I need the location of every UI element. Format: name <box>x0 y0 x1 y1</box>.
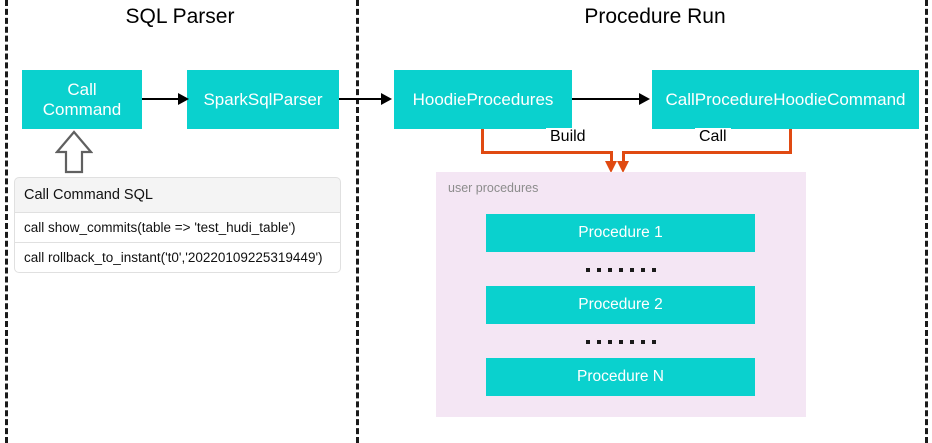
procedure-item[interactable]: Procedure 1 <box>486 214 755 252</box>
arrow-head-icon-1 <box>178 93 189 105</box>
block-arrow-up-icon <box>55 130 93 174</box>
procedure-ellipsis <box>486 254 755 286</box>
arrow-head-icon-2 <box>381 93 392 105</box>
section-divider-middle <box>356 0 359 443</box>
node-hoodie-procedures[interactable]: HoodieProcedures <box>394 70 572 129</box>
ellipsis-dot <box>640 340 645 344</box>
node-call-procedure-hoodie-command[interactable]: CallProcedureHoodieCommand <box>652 70 919 129</box>
sql-table-row: call rollback_to_instant('t0','202201092… <box>14 243 341 273</box>
ellipsis-dot <box>585 268 590 272</box>
section-title-sql-parser: SQL Parser <box>125 5 235 28</box>
node-spark-sql-parser[interactable]: SparkSqlParser <box>187 70 339 129</box>
sql-table-row: call show_commits(table => 'test_hudi_ta… <box>14 213 341 243</box>
build-connector-segment-horizontal <box>481 151 612 154</box>
procedure-ellipsis <box>486 326 755 358</box>
ellipsis-dot <box>607 340 612 344</box>
call-connector-segment-horizontal <box>622 151 792 154</box>
node-call-command-label: Call Command <box>42 79 122 119</box>
ellipsis-dot <box>651 268 656 272</box>
node-call-procedure-hoodie-command-label: CallProcedureHoodieCommand <box>665 89 906 109</box>
ellipsis-dot <box>596 268 601 272</box>
call-arrow-head-icon <box>617 161 629 173</box>
node-hoodie-procedures-label: HoodieProcedures <box>412 89 554 109</box>
ellipsis-dot <box>618 268 623 272</box>
section-divider-right <box>925 0 928 443</box>
sql-table-header: Call Command SQL <box>14 177 341 213</box>
build-arrow-head-icon <box>605 161 617 173</box>
ellipsis-dot <box>607 268 612 272</box>
user-procedures-panel: user procedures Procedure 1 Procedure 2 <box>436 172 806 417</box>
arrow-hoodie-procedures-to-call-procedure-hoodie-command <box>572 98 641 100</box>
node-call-command[interactable]: Call Command <box>22 70 142 129</box>
call-connector-segment-vertical <box>789 129 792 153</box>
call-connector-segment-drop <box>622 151 625 163</box>
procedure-item-label: Procedure 2 <box>578 296 663 313</box>
arrow-spark-sql-parser-to-hoodie-procedures <box>339 98 383 100</box>
call-command-sql-table: Call Command SQL call show_commits(table… <box>14 177 341 273</box>
user-procedures-panel-label: user procedures <box>448 181 539 195</box>
ellipsis-dot <box>618 340 623 344</box>
procedure-item[interactable]: Procedure 2 <box>486 286 755 324</box>
arrow-call-command-to-spark-sql-parser <box>142 98 180 100</box>
section-divider-left <box>5 0 8 443</box>
section-title-procedure-run: Procedure Run <box>584 5 726 28</box>
ellipsis-dot <box>596 340 601 344</box>
ellipsis-dot <box>640 268 645 272</box>
procedure-item[interactable]: Procedure N <box>486 358 755 396</box>
edge-label-build: Build <box>546 128 590 146</box>
procedure-item-label: Procedure N <box>576 368 664 385</box>
arrow-head-icon-3 <box>639 93 650 105</box>
ellipsis-dot <box>585 340 590 344</box>
edge-label-call: Call <box>695 128 731 146</box>
ellipsis-dot <box>651 340 656 344</box>
node-spark-sql-parser-label: SparkSqlParser <box>203 89 323 109</box>
build-connector-segment-drop <box>610 151 613 163</box>
build-connector-segment-vertical <box>481 129 484 153</box>
procedure-item-label: Procedure 1 <box>578 224 663 241</box>
ellipsis-dot <box>629 340 634 344</box>
ellipsis-dot <box>629 268 634 272</box>
